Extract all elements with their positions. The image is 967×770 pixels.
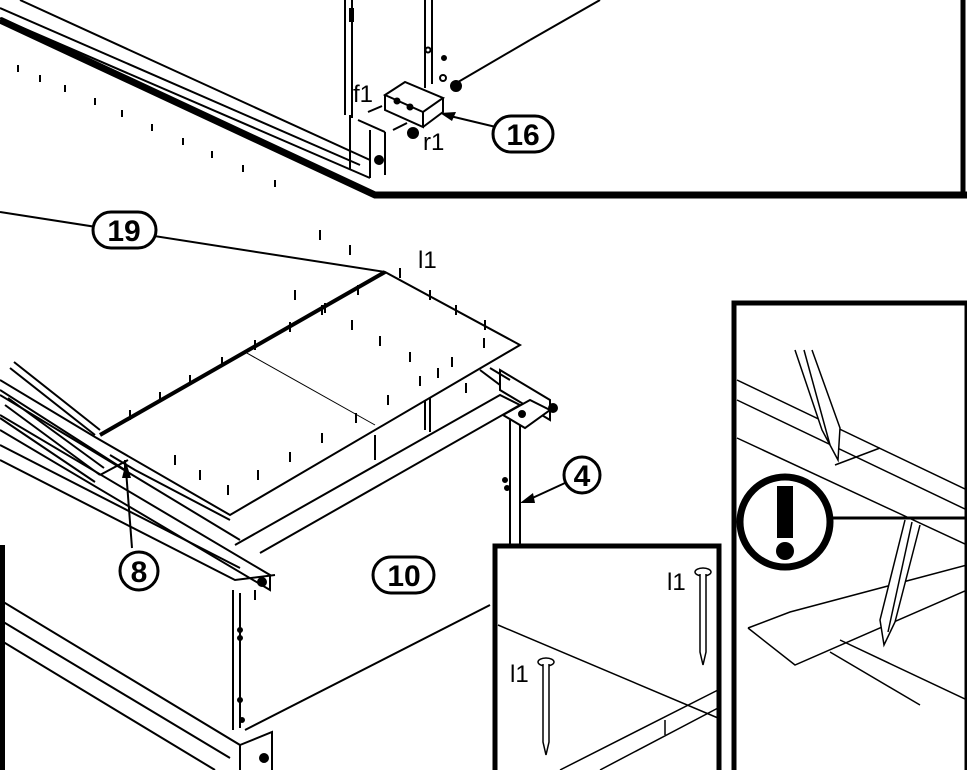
right-rail xyxy=(234,367,558,554)
upright-post xyxy=(344,0,433,118)
sheet-nails xyxy=(129,230,486,495)
callout-19-text: 19 xyxy=(107,215,140,248)
inset-nails xyxy=(492,543,722,770)
callout-10: 10 xyxy=(371,555,436,595)
callout-8-arrowhead xyxy=(122,462,131,478)
label-f1: f1 xyxy=(353,81,373,108)
label-l1-top: l1 xyxy=(418,247,437,274)
top-panel-border xyxy=(0,16,967,199)
callout-10-text: 10 xyxy=(387,560,420,593)
callout-4: 4 xyxy=(562,455,602,495)
loose-boards-8 xyxy=(0,361,276,582)
callout-16-arrowhead xyxy=(440,112,456,121)
callout-19: 19 xyxy=(91,210,158,250)
callout-4-arrowhead xyxy=(520,493,535,503)
callout-4-text: 4 xyxy=(574,460,591,493)
label-l1-inset-b: l1 xyxy=(510,661,529,688)
top-panel xyxy=(0,0,967,199)
bottom-rail xyxy=(0,545,273,770)
bracket-16 xyxy=(367,0,601,165)
nail-icon xyxy=(694,567,712,666)
warning-exclamation-icon xyxy=(736,473,834,571)
top-sheet-19 xyxy=(0,211,523,517)
label-l1-inset-a: l1 xyxy=(667,569,686,596)
callout-16: 16 xyxy=(491,114,555,154)
rail-nails xyxy=(17,65,276,187)
callout-16-text: 16 xyxy=(506,119,539,152)
callout-16-leader xyxy=(449,115,501,129)
callout-4-leader xyxy=(527,482,566,501)
sheet-seam xyxy=(99,270,386,437)
long-rail xyxy=(0,0,386,179)
label-r1: r1 xyxy=(423,129,444,156)
nail-icon xyxy=(537,657,555,756)
callout-8: 8 xyxy=(118,550,160,592)
callout-8-text: 8 xyxy=(131,556,148,589)
inset-pencil xyxy=(731,300,967,770)
main-assembly xyxy=(0,211,566,770)
pencil-icon xyxy=(879,519,921,648)
pencil-icon xyxy=(794,349,841,463)
callout-8-leader xyxy=(125,469,133,549)
front-panel-10 xyxy=(232,398,491,731)
